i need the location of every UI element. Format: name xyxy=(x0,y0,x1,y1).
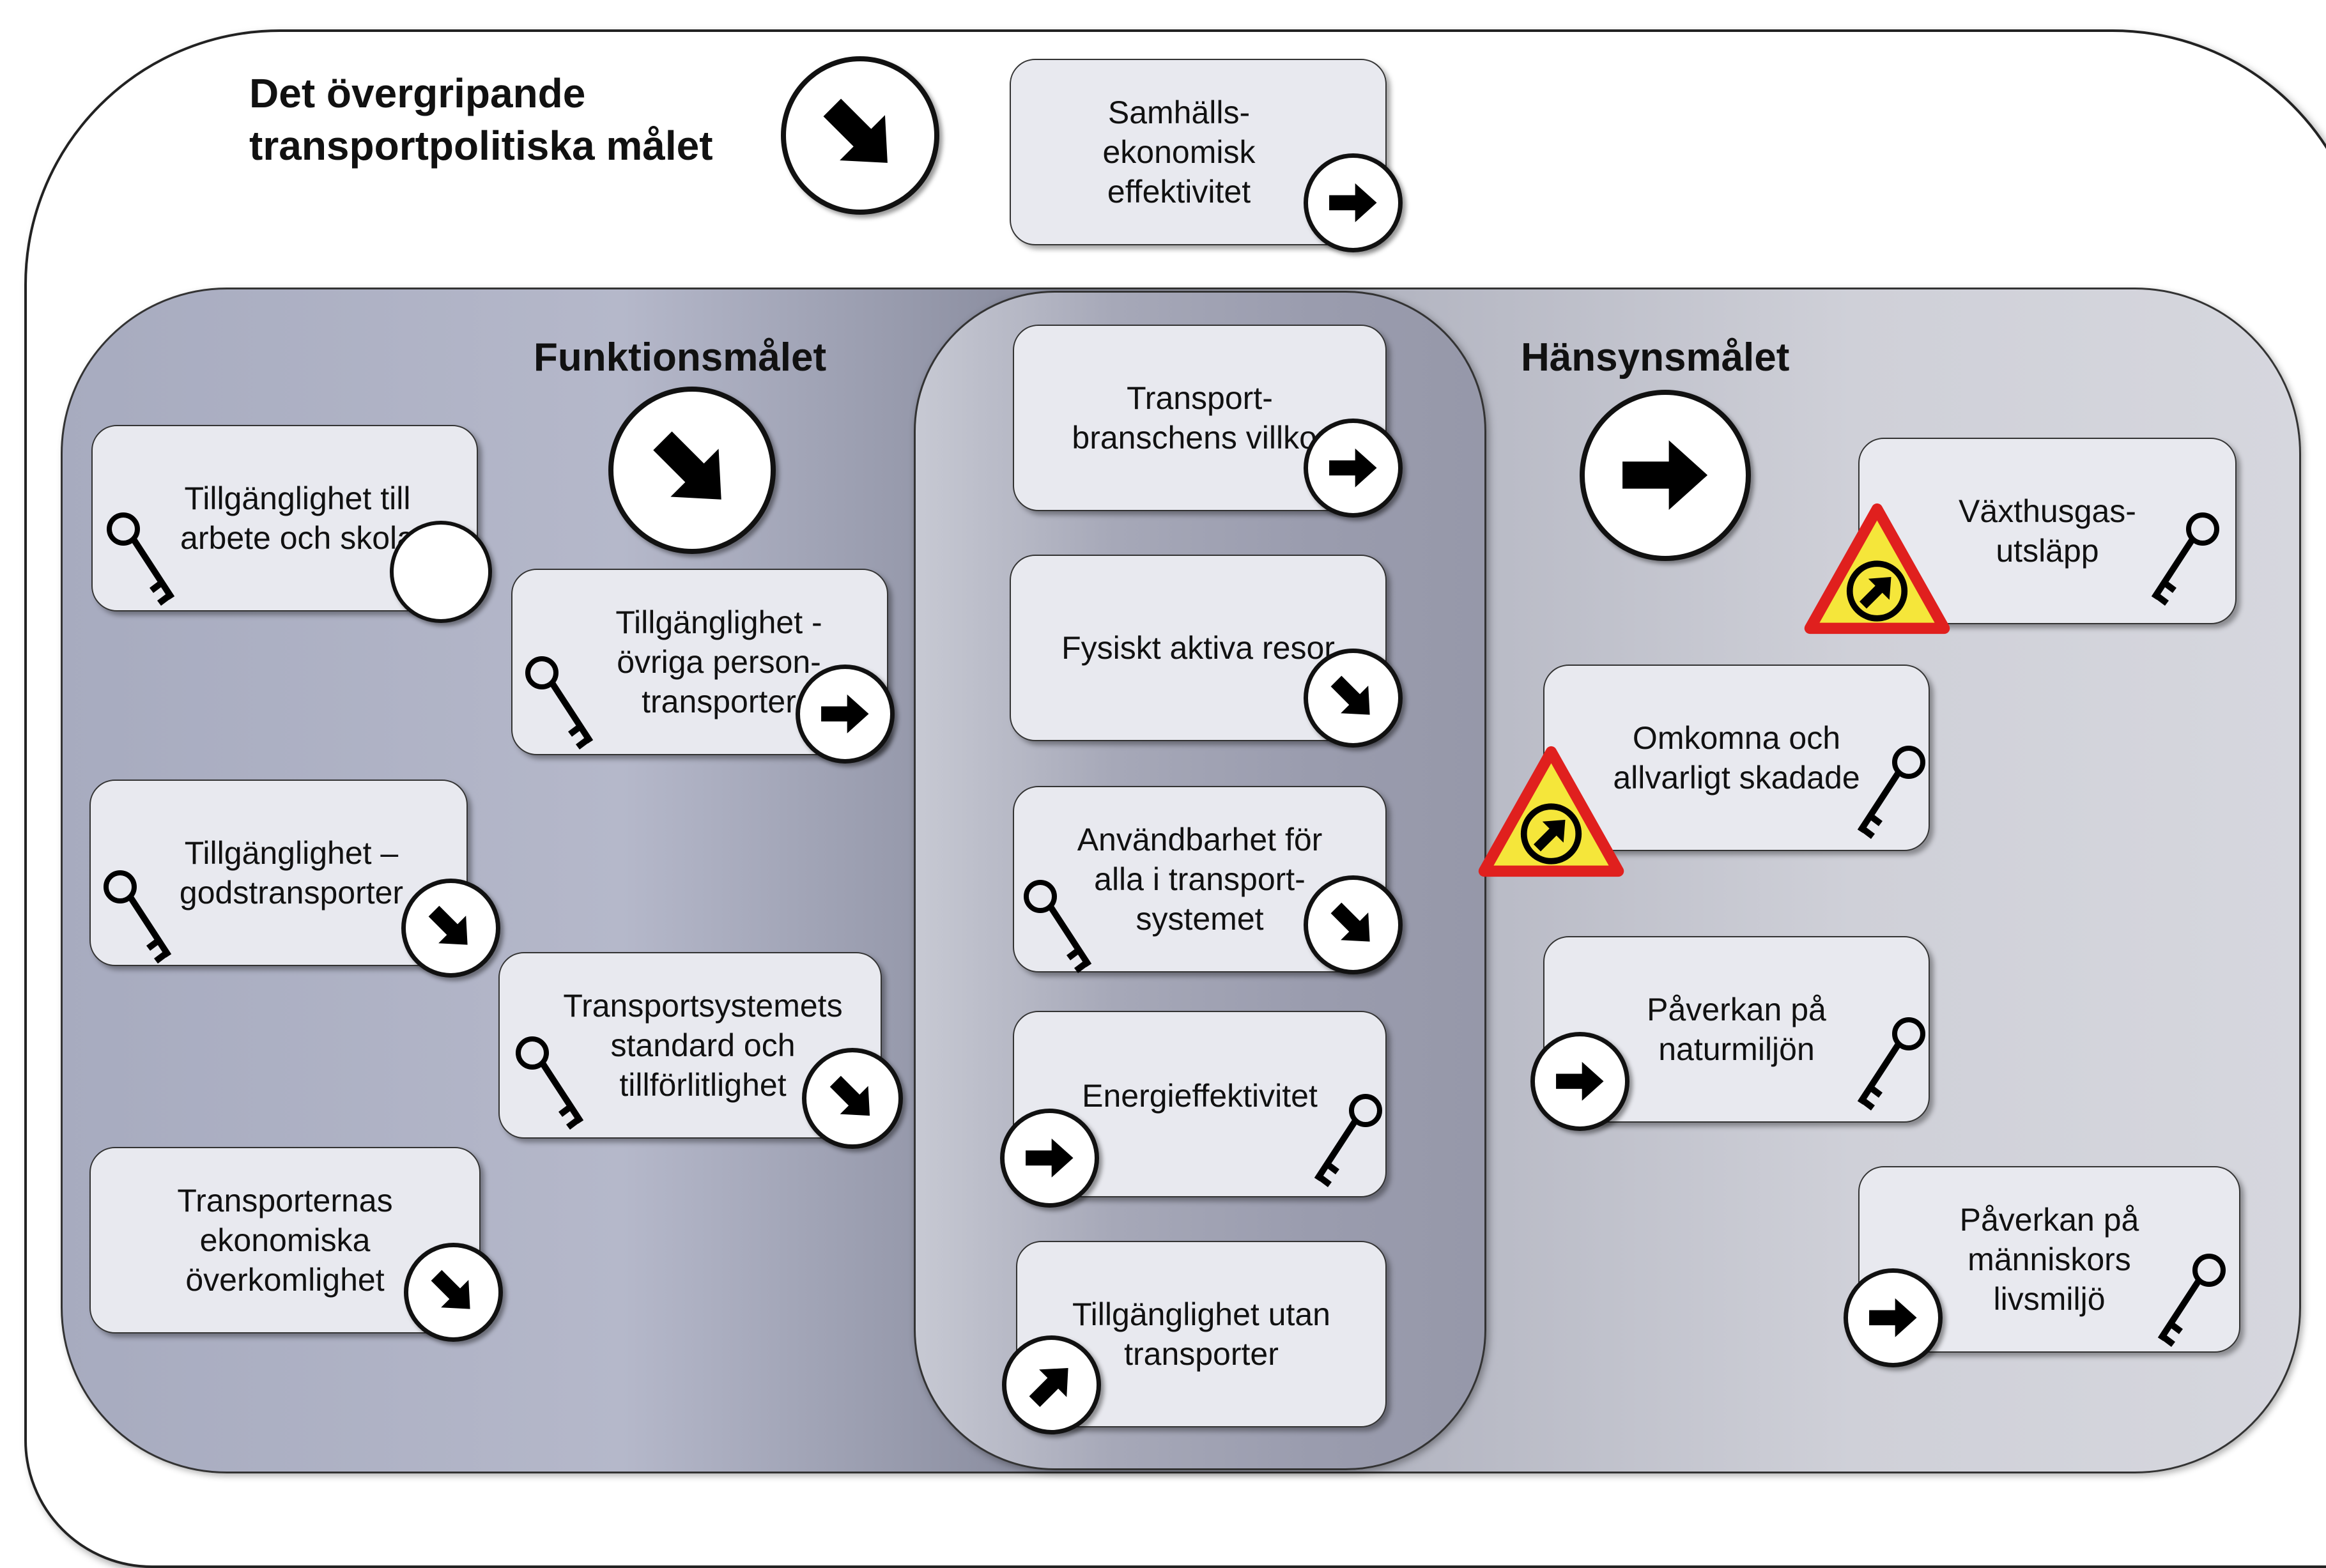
affordability-trend-badge xyxy=(404,1243,503,1342)
arrow-right-icon xyxy=(1329,449,1377,488)
functional-goal-trend-badge xyxy=(608,387,776,554)
arrow-down-right-icon xyxy=(1330,675,1370,715)
arrow-up-right-icon xyxy=(1029,1368,1068,1408)
warning-triangle-icon xyxy=(1802,502,1952,636)
key-icon xyxy=(2147,1252,2230,1355)
industry-conditions-trend-badge xyxy=(1304,419,1403,518)
key-icon xyxy=(1019,879,1102,981)
arrow-down-right-icon xyxy=(1330,902,1370,942)
human-environment-trend-badge xyxy=(1844,1268,1943,1367)
functional-goal-heading: Funktionsmålet xyxy=(534,335,827,380)
efficiency-trend-badge xyxy=(1304,153,1403,252)
other-passenger-trend-badge xyxy=(796,665,895,764)
warning-triangle-icon xyxy=(1476,744,1626,879)
arrow-down-right-icon xyxy=(823,98,888,164)
overall-goal-trend-badge xyxy=(781,56,939,215)
key-icon xyxy=(511,1035,594,1137)
consideration-goal-trend-badge xyxy=(1580,390,1751,561)
arrow-right-icon xyxy=(1026,1139,1074,1178)
arrow-right-icon xyxy=(1556,1062,1604,1101)
overall-goal-title: Det övergripande transportpolitiska måle… xyxy=(249,70,713,169)
arrow-down-right-icon xyxy=(431,1270,470,1309)
consideration-goal-heading: Hänsynsmålet xyxy=(1521,335,1790,380)
key-icon xyxy=(521,655,604,757)
arrow-right-icon xyxy=(1869,1298,1917,1337)
goal-box-economic-affordability: Transporternas ekonomiska överkomlighet xyxy=(89,1147,481,1334)
energy-efficiency-trend-badge xyxy=(1000,1109,1099,1208)
freight-trend-badge xyxy=(401,879,500,978)
active-travel-trend-badge xyxy=(1304,649,1403,748)
access-without-transport-trend-badge xyxy=(1002,1335,1101,1434)
key-icon xyxy=(99,869,182,971)
arrow-right-icon xyxy=(1622,440,1708,511)
key-icon xyxy=(1304,1093,1387,1195)
arrow-down-right-icon xyxy=(653,431,721,500)
empty-trend-badge xyxy=(390,521,492,623)
key-icon xyxy=(2141,511,2224,613)
natural-environment-trend-badge xyxy=(1530,1032,1629,1131)
goal-box-efficiency: Samhälls- ekonomisk effektivitet xyxy=(1010,59,1387,245)
arrow-right-icon xyxy=(821,695,869,734)
arrow-right-icon xyxy=(1329,183,1377,222)
key-icon xyxy=(1847,744,1930,847)
system-standard-trend-badge xyxy=(802,1048,903,1149)
usability-trend-badge xyxy=(1304,875,1403,974)
arrow-down-right-icon xyxy=(829,1075,870,1116)
key-icon xyxy=(1847,1016,1930,1118)
key-icon xyxy=(102,511,185,613)
arrow-down-right-icon xyxy=(428,905,468,945)
